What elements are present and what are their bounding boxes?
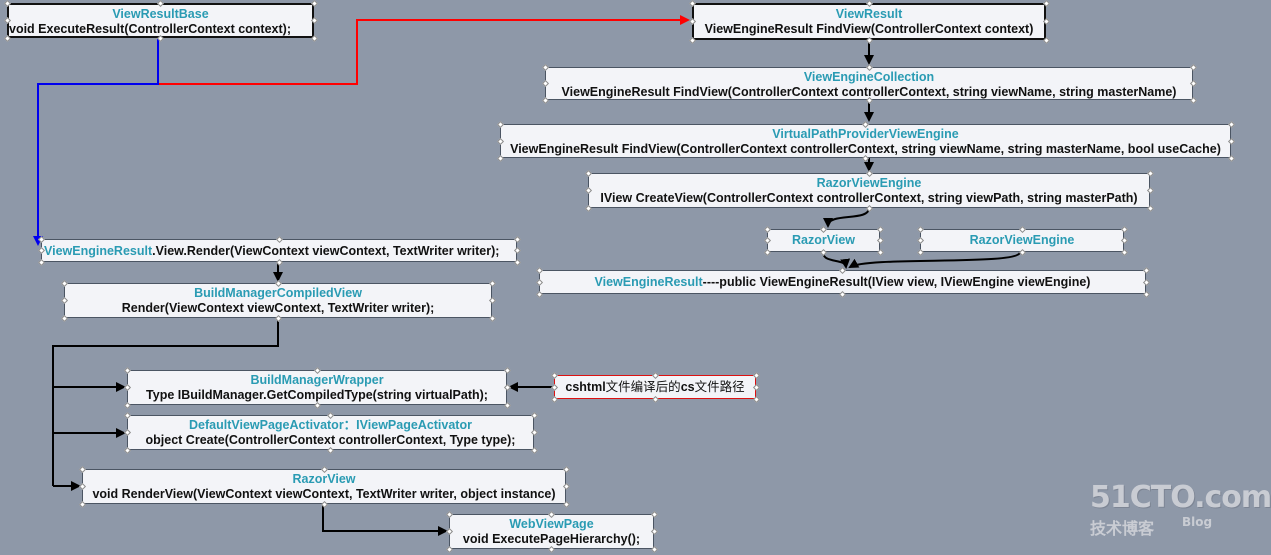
diagram-canvas: ViewResultBase void ExecuteResult(Contro… — [3, 0, 1271, 553]
box-title: DefaultViewPageActivator：IViewPageActiva… — [189, 418, 472, 432]
box-razor-view-render[interactable]: RazorView void RenderView(ViewContext vi… — [82, 469, 566, 504]
box-signature: Render(ViewContext viewContext, TextWrit… — [121, 301, 435, 315]
box-title: BuildManagerCompiledView — [194, 286, 362, 300]
arrow-renderview-to-webviewpage — [322, 504, 448, 536]
box-signature: object Create(ControllerContext controll… — [145, 433, 516, 447]
watermark-brand: 51CTO.com — [1090, 480, 1271, 515]
box-title: BuildManagerWrapper — [250, 373, 384, 387]
box-title: ViewEngineResult — [44, 244, 153, 258]
box-title: ViewResultBase — [112, 7, 209, 21]
box-build-manager-compiled-view[interactable]: BuildManagerCompiledView Render(ViewCont… — [64, 283, 492, 318]
note-part: cshtml — [565, 380, 606, 394]
box-signature: void RenderView(ViewContext viewContext,… — [92, 487, 556, 501]
box-title: RazorViewEngine — [816, 176, 922, 190]
box-signature: Type IBuildManager.GetCompiledType(strin… — [146, 388, 488, 402]
box-view-result-base[interactable]: ViewResultBase void ExecuteResult(Contro… — [7, 3, 314, 38]
box-razor-view-engine-create[interactable]: RazorViewEngine IView CreateView(Control… — [588, 173, 1150, 208]
box-web-view-page[interactable]: WebViewPage void ExecutePageHierarchy(); — [449, 514, 654, 549]
arrow-razorview-to-result — [822, 251, 851, 269]
box-title: ViewEngineCollection — [803, 70, 935, 84]
trunk-connector — [52, 318, 279, 486]
arrow-razorengine-to-result — [848, 251, 1021, 268]
note-part: 文件路径 — [694, 380, 745, 394]
arrow-createview-to-razorview — [823, 207, 870, 228]
box-signature: ViewEngineResult FindView(ControllerCont… — [704, 22, 1034, 36]
note-part: cs — [680, 380, 695, 394]
box-signature: ----public ViewEngineResult(IView view, … — [702, 275, 1091, 289]
box-build-manager-wrapper[interactable]: BuildManagerWrapper Type IBuildManager.G… — [127, 370, 507, 405]
note-line: cshtml文件编译后的cs文件路径 — [555, 378, 755, 395]
box-virtual-path-provider-view-engine[interactable]: VirtualPathProviderViewEngine ViewEngine… — [500, 124, 1231, 158]
box-title: RazorViewEngine — [969, 233, 1075, 247]
watermark-blog: Blog — [1182, 515, 1213, 529]
watermark-sub: 技术博客 — [1090, 519, 1155, 538]
box-line: ViewEngineResult----public ViewEngineRes… — [540, 273, 1145, 290]
note-part: 文件编译后的 — [605, 380, 681, 394]
box-title: ViewResult — [835, 7, 903, 21]
box-title: WebViewPage — [509, 517, 594, 531]
box-signature: IView CreateView(ControllerContext contr… — [600, 191, 1138, 205]
box-title: ViewEngineResult — [594, 275, 703, 289]
box-signature: ViewEngineResult FindView(ControllerCont… — [561, 85, 1177, 99]
box-title: VirtualPathProviderViewEngine — [772, 127, 959, 141]
box-line: ViewEngineResult.View.Render(ViewContext… — [42, 242, 516, 259]
box-view-engine-result-ctor[interactable]: ViewEngineResult----public ViewEngineRes… — [539, 270, 1146, 294]
box-default-view-page-activator[interactable]: DefaultViewPageActivator：IViewPageActiva… — [127, 415, 534, 450]
blue-connector — [33, 38, 159, 246]
box-signature: ViewEngineResult FindView(ControllerCont… — [510, 142, 1221, 156]
box-title: RazorView — [792, 233, 855, 247]
box-view-engine-collection[interactable]: ViewEngineCollection ViewEngineResult Fi… — [545, 67, 1193, 100]
box-signature: void ExecutePageHierarchy(); — [462, 532, 641, 546]
box-view-result[interactable]: ViewResult ViewEngineResult FindView(Con… — [692, 3, 1046, 40]
box-title: RazorView — [292, 472, 356, 486]
box-signature: .View.Render(ViewContext viewContext, Te… — [152, 244, 500, 258]
box-signature: void ExecuteResult(ControllerContext con… — [9, 22, 291, 36]
